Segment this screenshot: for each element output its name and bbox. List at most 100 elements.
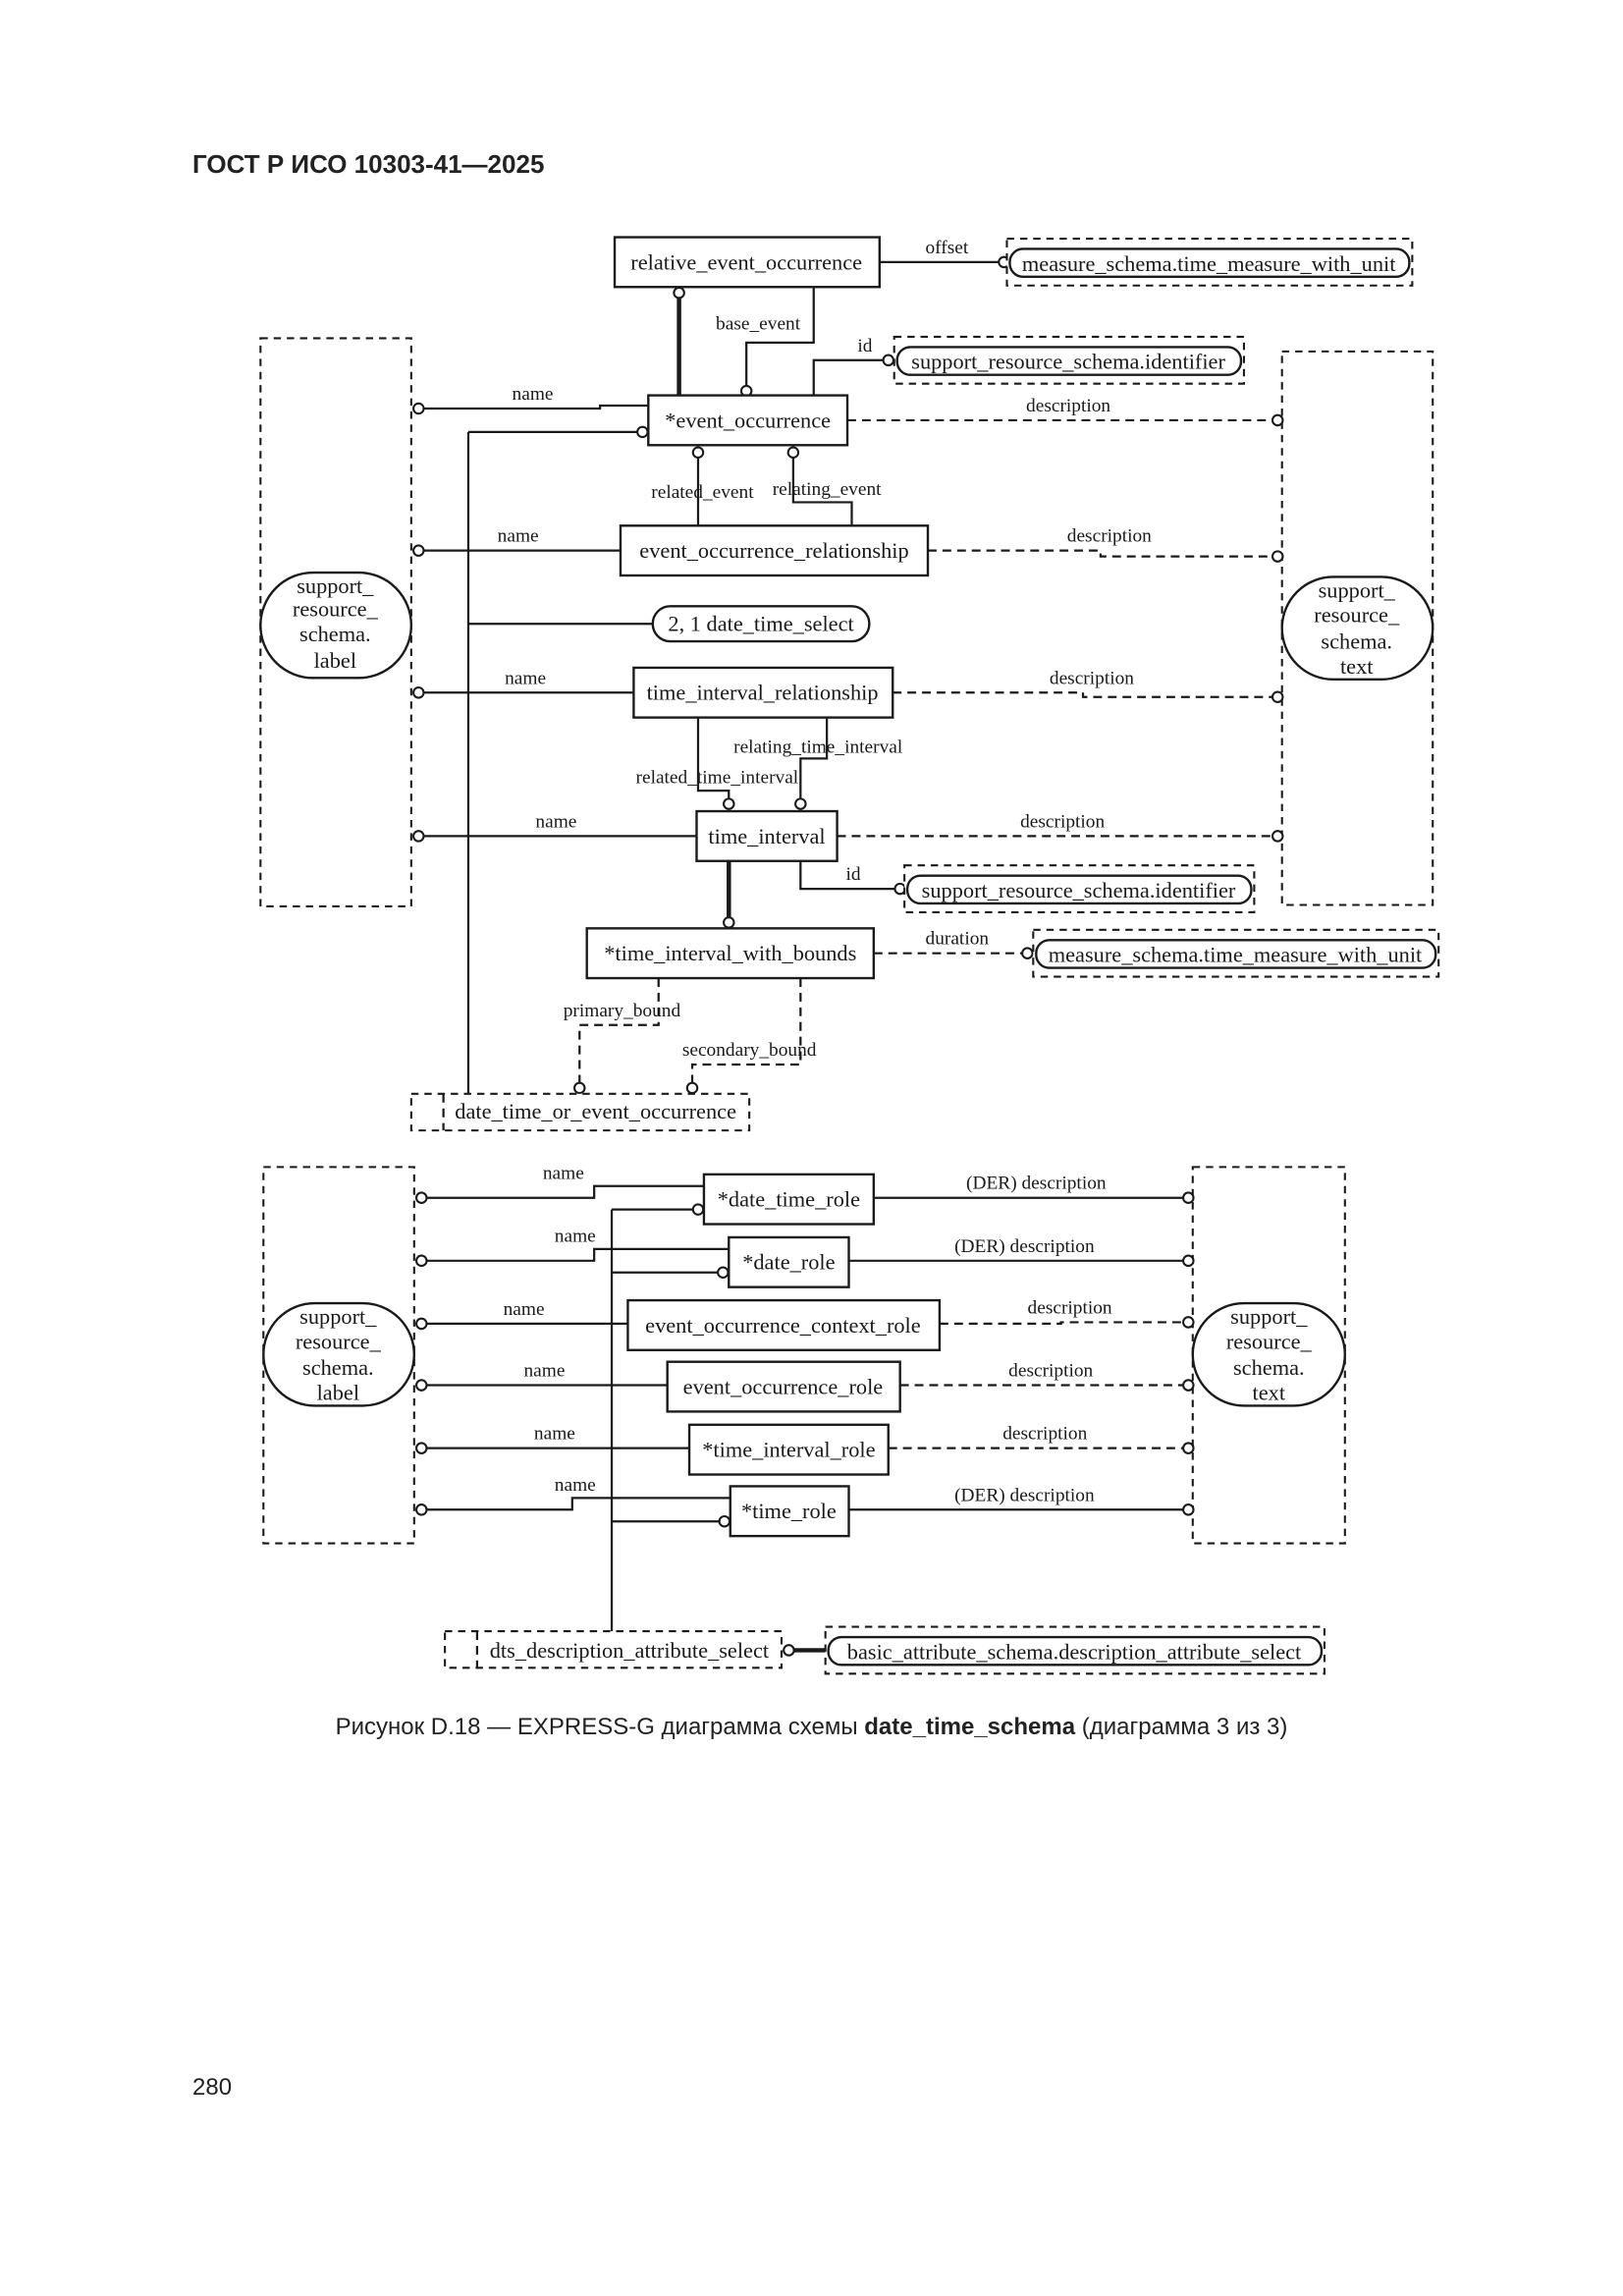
attr-label-related-event: related_event <box>651 482 754 503</box>
attr-label-description: description <box>1050 668 1134 688</box>
entity-date-role: *date_role <box>728 1235 850 1288</box>
attr-label-name: name <box>555 1475 596 1496</box>
svg-text:date_time_or_event_occurrence: date_time_or_event_occurrence <box>455 1099 736 1123</box>
label-ref-line: resource_ <box>296 1329 382 1353</box>
label-ref-line: schema. <box>302 1355 374 1380</box>
label-ref-line: label <box>317 1380 359 1404</box>
attr-label-description: description <box>1067 526 1152 547</box>
text-ref-line: resource_ <box>1226 1329 1313 1353</box>
attr-label-name: name <box>498 526 539 547</box>
svg-text:*time_interval_with_bounds: *time_interval_with_bounds <box>604 941 856 965</box>
attr-line-name <box>422 404 649 410</box>
svg-text:relative_event_occurrence: relative_event_occurrence <box>630 249 862 274</box>
attr-label-duration: duration <box>926 929 990 950</box>
caption-suffix: (диаграмма 3 из 3) <box>1075 1714 1288 1740</box>
attr-label-name: name <box>523 1361 565 1382</box>
entity-time-interval-with-bounds: *time_interval_with_bounds <box>585 927 876 980</box>
attr-label-name: name <box>504 1299 545 1320</box>
text-ref-lower: support_ resource_ schema. text <box>1191 1166 1346 1545</box>
page-ref-date-time-select: 2, 1 date_time_select <box>651 605 871 643</box>
attr-label-id: id <box>857 336 872 356</box>
text-ref-line: resource_ <box>1314 603 1400 628</box>
attr-label-der-description: (DER) description <box>954 1236 1095 1257</box>
select-dts-description-attribute: dts_description_attribute_select <box>444 1630 783 1669</box>
attr-label-description: description <box>1020 811 1105 832</box>
svg-text:basic_attribute_schema.descrip: basic_attribute_schema.description_attri… <box>847 1639 1302 1664</box>
label-ref-line: resource_ <box>293 597 379 622</box>
attr-label-base-event: base_event <box>716 313 801 334</box>
text-ref-line: schema. <box>1321 629 1392 654</box>
svg-text:support_resource_schema.identi: support_resource_schema.identifier <box>911 350 1225 374</box>
entity-event-occurrence-context-role: event_occurrence_context_role <box>626 1298 942 1351</box>
svg-text:*time_role: *time_role <box>741 1499 837 1523</box>
attr-label-name: name <box>535 811 576 832</box>
svg-text:support_resource_schema.identi: support_resource_schema.identifier <box>922 878 1236 902</box>
attr-line-id-1 <box>812 358 888 396</box>
ref-identifier-1: support_resource_schema.identifier <box>893 335 1245 385</box>
attr-label-secondary-bound: secondary_bound <box>682 1040 817 1061</box>
svg-text:time_interval_relationship: time_interval_relationship <box>647 681 879 705</box>
caption-prefix: Рисунок D.18 — EXPRESS-G диаграмма схемы <box>335 1714 865 1740</box>
ref-time-measure-2: measure_schema.time_measure_with_unit <box>1032 928 1440 978</box>
attr-label-name: name <box>534 1424 575 1445</box>
entity-relative-event-occurrence: relative_event_occurrence <box>613 236 882 289</box>
page-number: 280 <box>192 2074 233 2101</box>
attr-label-description: description <box>1028 1297 1112 1318</box>
label-ref-line: label <box>314 648 356 673</box>
svg-text:*event_occurrence: *event_occurrence <box>665 408 831 432</box>
svg-text:measure_schema.time_measure_wi: measure_schema.time_measure_with_unit <box>1022 251 1396 276</box>
text-ref-line: support_ <box>1319 577 1396 602</box>
attr-line-base-event <box>745 287 815 390</box>
attr-label-description: description <box>1026 396 1110 416</box>
attr-label-relating-time-interval: relating_time_interval <box>733 737 902 757</box>
select-date-time-or-event-occurrence: date_time_or_event_occurrence <box>409 1092 751 1132</box>
svg-text:2, 1 date_time_select: 2, 1 date_time_select <box>668 612 854 636</box>
attr-label-name: name <box>513 384 554 405</box>
svg-text:*time_interval_role: *time_interval_role <box>702 1438 875 1462</box>
attr-line-related-time-interval <box>696 717 730 800</box>
label-ref-lower: support_ resource_ schema. label <box>262 1166 416 1545</box>
text-ref-line: text <box>1340 654 1374 679</box>
label-ref-line: support_ <box>297 574 374 598</box>
entity-event-occurrence-role: event_occurrence_role <box>666 1360 901 1413</box>
ref-identifier-2: support_resource_schema.identifier <box>903 864 1256 913</box>
attr-label-der-description: (DER) description <box>954 1485 1095 1505</box>
entity-time-role: *time_role <box>729 1485 850 1538</box>
svg-text:event_occurrence_relationship: event_occurrence_relationship <box>639 538 908 563</box>
ref-basic-attribute-select: basic_attribute_schema.description_attri… <box>824 1625 1325 1675</box>
attr-label-relating-event: relating_event <box>773 479 882 500</box>
svg-text:event_occurrence_context_role: event_occurrence_context_role <box>645 1313 921 1338</box>
attr-label-offset: offset <box>925 238 968 258</box>
attr-label-id: id <box>845 864 860 885</box>
svg-text:*date_time_role: *date_time_role <box>718 1187 860 1212</box>
label-ref-upper: support_ resource_ schema. label <box>259 337 413 908</box>
label-ref-line: schema. <box>299 622 371 646</box>
figure-caption: Рисунок D.18 — EXPRESS-G диаграмма схемы… <box>0 1714 1623 1741</box>
svg-text:measure_schema.time_measure_wi: measure_schema.time_measure_with_unit <box>1049 943 1423 967</box>
text-ref-line: schema. <box>1233 1355 1305 1380</box>
attr-label-description: description <box>1002 1424 1087 1445</box>
svg-text:event_occurrence_role: event_occurrence_role <box>683 1374 884 1398</box>
entity-time-interval-relationship: time_interval_relationship <box>632 666 894 719</box>
caption-schema: date_time_schema <box>864 1714 1076 1740</box>
svg-text:time_interval: time_interval <box>708 824 825 848</box>
entity-time-interval-role: *time_interval_role <box>687 1423 890 1476</box>
label-ref-line: support_ <box>299 1304 377 1329</box>
ref-time-measure-1: measure_schema.time_measure_with_unit <box>1005 238 1414 287</box>
attr-label-primary-bound: primary_bound <box>564 1001 681 1021</box>
attr-label-related-time-interval: related_time_interval <box>636 768 799 789</box>
attr-label-name: name <box>555 1226 596 1246</box>
svg-text:*date_role: *date_role <box>742 1250 835 1275</box>
text-ref-line: support_ <box>1230 1304 1308 1329</box>
entity-event-occurrence-relationship: event_occurrence_relationship <box>619 524 930 577</box>
entity-time-interval: time_interval <box>695 809 839 862</box>
attr-line-relating-event <box>791 457 853 526</box>
attr-label-name: name <box>543 1163 584 1183</box>
entity-date-time-role: *date_time_role <box>702 1173 876 1226</box>
attr-label-name: name <box>505 668 546 688</box>
attr-label-description: description <box>1008 1361 1093 1382</box>
entity-event-occurrence: *event_occurrence <box>647 394 849 447</box>
document-header: ГОСТ Р ИСО 10303-41—2025 <box>192 149 545 179</box>
attr-label-der-description: (DER) description <box>966 1174 1107 1194</box>
